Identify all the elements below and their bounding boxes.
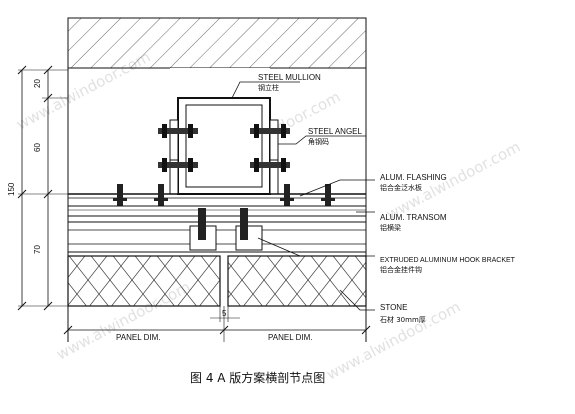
- bottom-dimensions: [63, 306, 371, 342]
- bolt-right-lower: [250, 158, 290, 172]
- steel-mullion: [177, 97, 271, 195]
- bolt-right-upper: [250, 124, 290, 138]
- hook-brackets: [67, 208, 367, 253]
- label-alum-flashing-cn: 铝合金泛水板: [380, 183, 422, 192]
- label-alum-transom: ALUM. TRANSOM: [380, 213, 447, 222]
- screw-4: [321, 184, 335, 210]
- dim-5: 5: [222, 309, 227, 318]
- figure-caption: 图 4 A 版方案横剖节点图: [190, 370, 325, 385]
- screw-3: [280, 184, 294, 210]
- label-steel-mullion: STEEL MULLION: [258, 73, 321, 82]
- stone-panels: [67, 255, 367, 307]
- panel-dim-right: PANEL DIM.: [268, 333, 312, 342]
- bolts: [158, 124, 290, 172]
- dim-60: 60: [33, 143, 42, 152]
- label-hook-bracket: EXTRUDED ALUMINUM HOOK BRACKET: [380, 257, 516, 264]
- alum-transom: [67, 205, 367, 217]
- bolt-left-lower: [158, 158, 198, 172]
- dim-150: 150: [7, 182, 16, 196]
- screw-1: [113, 184, 127, 210]
- screw-2: [154, 184, 168, 210]
- flashing-screws: [113, 184, 335, 210]
- label-alum-transom-cn: 铝横梁: [380, 223, 401, 232]
- panel-dim-left: PANEL DIM.: [116, 333, 160, 342]
- label-stone-cn: 石材 30mm厚: [380, 315, 426, 324]
- alum-flashing: [68, 193, 366, 199]
- label-hook-bracket-cn: 铝合金挂件钩: [380, 265, 422, 274]
- dim-20: 20: [33, 79, 42, 88]
- leader-lines: [231, 81, 375, 311]
- dim-70: 70: [33, 245, 42, 254]
- left-dimensions: [17, 65, 68, 311]
- label-alum-flashing: ALUM. FLASHING: [380, 173, 447, 182]
- bolt-left-upper: [158, 124, 198, 138]
- label-stone: STONE: [380, 303, 407, 312]
- concrete-wall: [67, 17, 367, 78]
- label-steel-angle: STEEL ANGEL: [308, 127, 363, 136]
- label-steel-angle-cn: 角钢码: [308, 137, 329, 146]
- label-steel-mullion-cn: 钢立柱: [258, 83, 279, 92]
